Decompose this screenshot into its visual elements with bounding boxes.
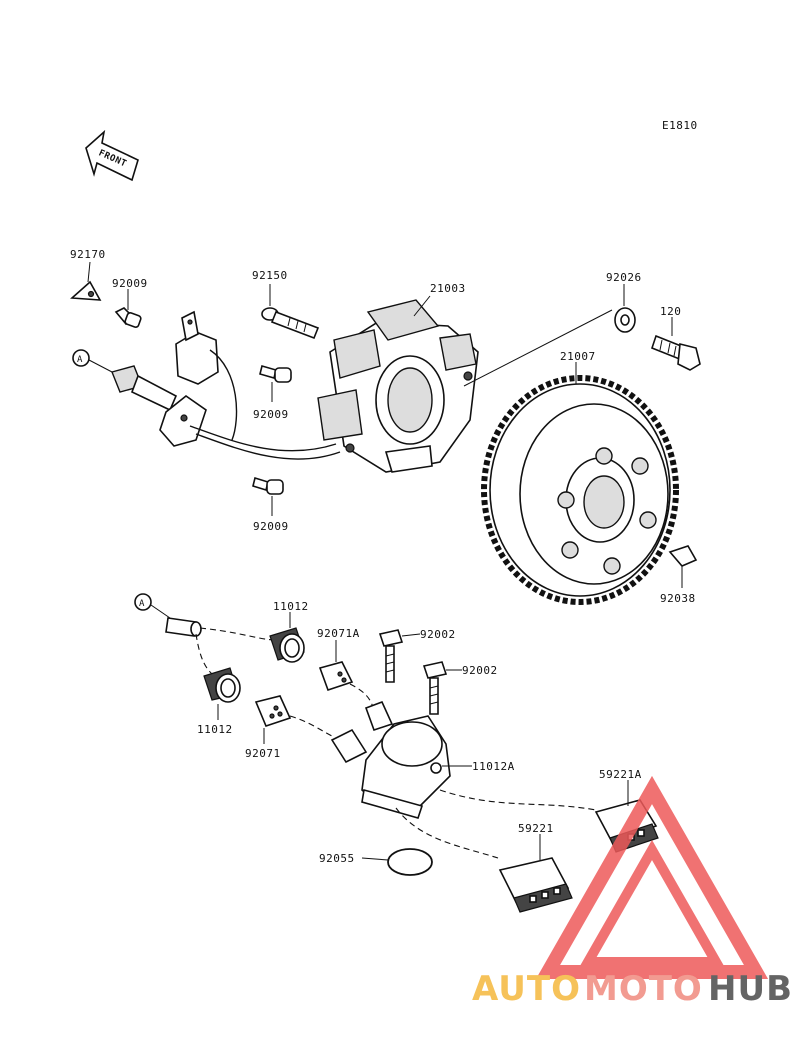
part-11012-low[interactable] [203, 667, 241, 703]
label-92055: 92055 [319, 852, 355, 865]
logo-text-moto: MOTO [584, 969, 703, 1009]
label-92009-low: 92009 [253, 520, 289, 533]
pickup-wire [209, 349, 238, 441]
part-92150[interactable] [261, 307, 320, 340]
logo-triangle [535, 775, 769, 979]
part-92055-o-ring[interactable] [387, 848, 433, 876]
label-92071: 92071 [245, 747, 281, 760]
part-21007-flywheel[interactable] [481, 375, 679, 605]
label-59221: 59221 [518, 822, 554, 835]
part-92002-a[interactable] [378, 629, 404, 683]
leader-shaft [463, 309, 613, 387]
leader-92170 [87, 261, 91, 283]
label-120: 120 [660, 305, 681, 318]
part-92009-low[interactable] [252, 476, 284, 495]
diagram-code: E1810 [662, 119, 698, 132]
label-92002-a: 92002 [420, 628, 456, 641]
label-11012-top: 11012 [273, 600, 309, 613]
part-92071[interactable] [254, 695, 292, 727]
label-92009-mid: 92009 [253, 408, 289, 421]
label-92170: 92170 [70, 248, 106, 261]
front-arrow-icon: FRONT [85, 129, 139, 182]
part-92009-top[interactable] [114, 307, 142, 328]
svg-text:A: A [139, 599, 145, 609]
label-11012-low: 11012 [197, 723, 233, 736]
label-92150: 92150 [252, 269, 288, 282]
part-92038-key[interactable] [668, 545, 698, 567]
part-92071A[interactable] [318, 661, 354, 692]
callout-a-upper: A [72, 349, 90, 367]
part-21003-stator[interactable] [317, 299, 479, 473]
stator-wire [189, 425, 337, 452]
label-21007: 21007 [560, 350, 596, 363]
part-92002-b[interactable] [422, 661, 448, 715]
label-92026: 92026 [606, 271, 642, 284]
callout-a-lower: A [134, 593, 152, 611]
label-21003: 21003 [430, 282, 466, 295]
part-92026-washer[interactable] [614, 307, 636, 333]
label-92002-b: 92002 [462, 664, 498, 677]
pickup-coil[interactable] [175, 310, 219, 385]
automotohub-logo: AUTO MOTO HUB [472, 775, 793, 1009]
svg-text:A: A [77, 355, 83, 365]
part-11012-top[interactable] [269, 627, 305, 663]
harness-plug[interactable] [165, 617, 202, 637]
part-92009-mid[interactable] [259, 365, 292, 383]
label-11012A: 11012A [472, 760, 515, 773]
label-92071A: 92071A [317, 627, 360, 640]
logo-text-auto: AUTO [472, 969, 581, 1009]
label-92038: 92038 [660, 592, 696, 605]
label-59221A: 59221A [599, 768, 642, 781]
logo-text-hub: HUB [708, 969, 793, 1009]
stator-wire-harness[interactable] [111, 365, 207, 447]
label-92009-top: 92009 [112, 277, 148, 290]
part-120-bolt[interactable] [651, 334, 701, 371]
part-59221-connector[interactable] [498, 857, 573, 913]
part-11012A-housing[interactable] [330, 700, 451, 819]
part-92170[interactable] [70, 280, 102, 301]
